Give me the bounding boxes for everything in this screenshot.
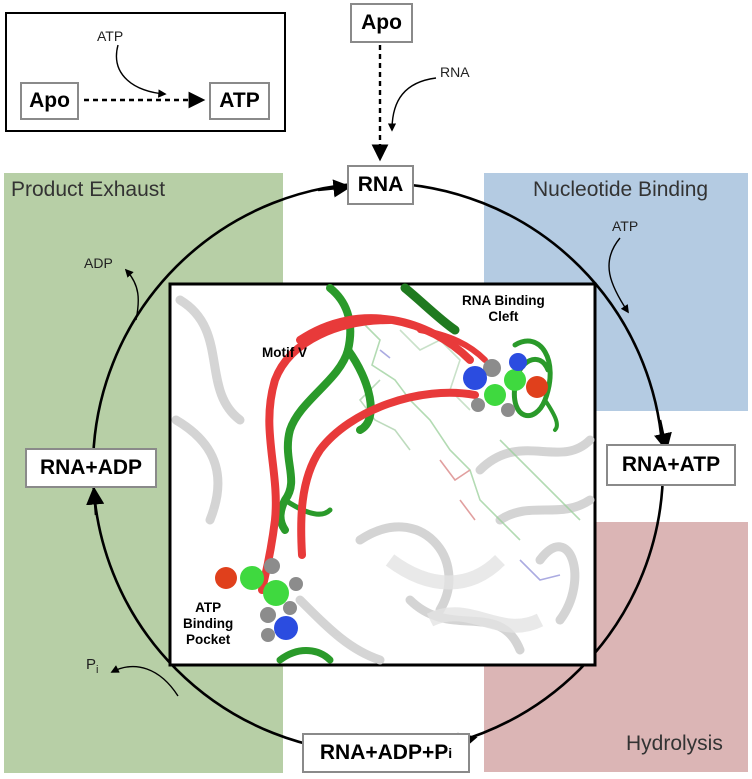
legend-atp-curve — [115, 44, 167, 98]
atp-pocket-label: ATP Binding Pocket — [183, 600, 234, 647]
hydrolysis-label: Hydrolysis — [626, 732, 723, 755]
pi-output-label: Pi — [86, 656, 98, 676]
pi-output-text: P — [86, 656, 97, 673]
rna-input-label: RNA — [440, 64, 470, 80]
legend-atp-state: ATP — [209, 82, 270, 120]
state-apo: Apo — [350, 3, 413, 43]
rna-stick-model — [358, 319, 581, 581]
rna-cleft-atoms — [463, 353, 548, 417]
legend-atp-label: ATP — [97, 28, 124, 44]
rna-cleft-label: RNA Binding Cleft — [462, 293, 545, 324]
atp-input-arrow — [608, 237, 629, 314]
adp-output-arrow — [124, 268, 139, 321]
cycle-arrow-to-rna-atp — [654, 419, 672, 452]
atp-input-label: ATP — [612, 218, 639, 234]
motif-v-label: Motif V — [262, 345, 307, 360]
adp-output-label: ADP — [84, 255, 113, 271]
background-ribbons-light — [385, 554, 544, 633]
legend-apo-state: Apo — [20, 82, 79, 120]
inset-frame — [168, 282, 597, 667]
cycle-arrow-to-rna — [317, 179, 352, 198]
green-strands — [276, 283, 559, 664]
rna-input-arrow — [387, 77, 437, 132]
cycle-arrow-to-rna-adp — [86, 486, 105, 516]
state-rna-adp-pi-text: RNA+ADP+P — [319, 741, 449, 764]
state-rna-adp-pi-subscript: i — [448, 745, 453, 761]
pi-output-subscript: i — [96, 664, 99, 676]
nucleotide-binding-label: Nucleotide Binding — [533, 178, 709, 201]
pi-output-arrow — [110, 665, 179, 697]
state-rna: RNA — [347, 165, 414, 205]
motif-v-helix — [258, 314, 488, 594]
atp-pocket-atoms — [215, 558, 303, 642]
state-rna-adp: RNA+ADP — [25, 448, 157, 488]
state-rna-atp: RNA+ATP — [606, 444, 736, 486]
product-exhaust-label: Product Exhaust — [11, 178, 166, 201]
